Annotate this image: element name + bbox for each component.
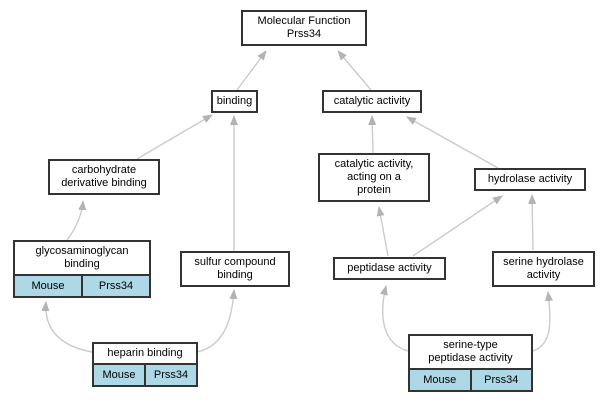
annotation-cell-mouse[interactable]: Mouse [410, 370, 470, 390]
annotation-row: Mouse Prss34 [15, 274, 149, 296]
edge-hydrolase-activity-to-catalytic-activity [406, 116, 499, 169]
annotation-cell-prss34[interactable]: Prss34 [144, 365, 196, 385]
node-label: peptidase activity [347, 262, 432, 274]
edge-heparin-binding-to-glycosaminoglycan-binding [41, 301, 93, 353]
edge-binding-to-molecular-function [236, 50, 267, 91]
annotation-row: Mouse Prss34 [410, 368, 531, 390]
node-catalytic-activity[interactable]: catalytic activity [322, 90, 422, 113]
node-serine-type-peptidase-activity[interactable]: serine-type peptidase activity Mouse Prs… [408, 334, 533, 392]
node-label: catalytic activity, acting on a protein [334, 158, 414, 196]
node-carbohydrate-derivative-binding[interactable]: carbohydrate derivative binding [48, 159, 160, 195]
annotation-cell-mouse[interactable]: Mouse [94, 365, 144, 385]
node-glycosaminoglycan-binding[interactable]: glycosaminoglycan binding Mouse Prss34 [13, 240, 151, 298]
node-hydrolase-activity[interactable]: hydrolase activity [474, 168, 586, 191]
edge-glycosaminoglycan-binding-to-carbohydrate-derivative-binding [66, 200, 87, 241]
edge-carbohydrate-derivative-binding-to-binding [136, 114, 213, 160]
node-serine-hydrolase-activity[interactable]: serine hydrolase activity [492, 251, 595, 287]
annotation-cell-prss34[interactable]: Prss34 [81, 276, 149, 296]
node-peptidase-activity[interactable]: peptidase activity [333, 257, 446, 280]
node-label: hydrolase activity [487, 173, 573, 185]
edge-peptidase-activity-to-hydrolase-activity [412, 195, 503, 257]
edge-serine-hydrolase-activity-to-hydrolase-activity [528, 194, 537, 251]
node-sulfur-compound-binding[interactable]: sulfur compound binding [180, 251, 290, 287]
node-label: carbohydrate derivative binding [61, 164, 147, 189]
node-label: heparin binding [107, 347, 183, 359]
annotation-cell-prss34[interactable]: Prss34 [469, 370, 531, 390]
node-molecular-function[interactable]: Molecular Function Prss34 [241, 10, 367, 46]
node-label: catalytic activity [333, 95, 411, 107]
node-binding[interactable]: binding [211, 90, 258, 113]
annotation-row: Mouse Prss34 [94, 363, 196, 385]
node-heparin-binding[interactable]: heparin binding Mouse Prss34 [92, 342, 198, 387]
node-label: sulfur compound binding [194, 256, 276, 281]
node-catalytic-activity-acting-on-a-protein[interactable]: catalytic activity, acting on a protein [318, 153, 430, 202]
node-label: binding [216, 95, 253, 107]
edge-catalytic-activity-acting-on-a-protein-to-catalytic-activity [368, 115, 377, 154]
edge-peptidase-activity-to-catalytic-activity-acting-on-a-protein [376, 206, 389, 257]
edge-catalytic-activity-to-molecular-function [337, 50, 372, 91]
edge-serine-type-peptidase-activity-to-peptidase-activity [380, 285, 409, 352]
node-label: serine hydrolase activity [503, 256, 584, 281]
node-label: serine-type peptidase activity [428, 339, 513, 364]
annotation-cell-mouse[interactable]: Mouse [15, 276, 81, 296]
edge-serine-type-peptidase-activity-to-serine-hydrolase-activity [532, 291, 553, 352]
node-label: Molecular Function Prss34 [257, 15, 351, 40]
node-label: glycosaminoglycan binding [35, 245, 129, 270]
edge-heparin-binding-to-sulfur-compound-binding [196, 289, 238, 353]
